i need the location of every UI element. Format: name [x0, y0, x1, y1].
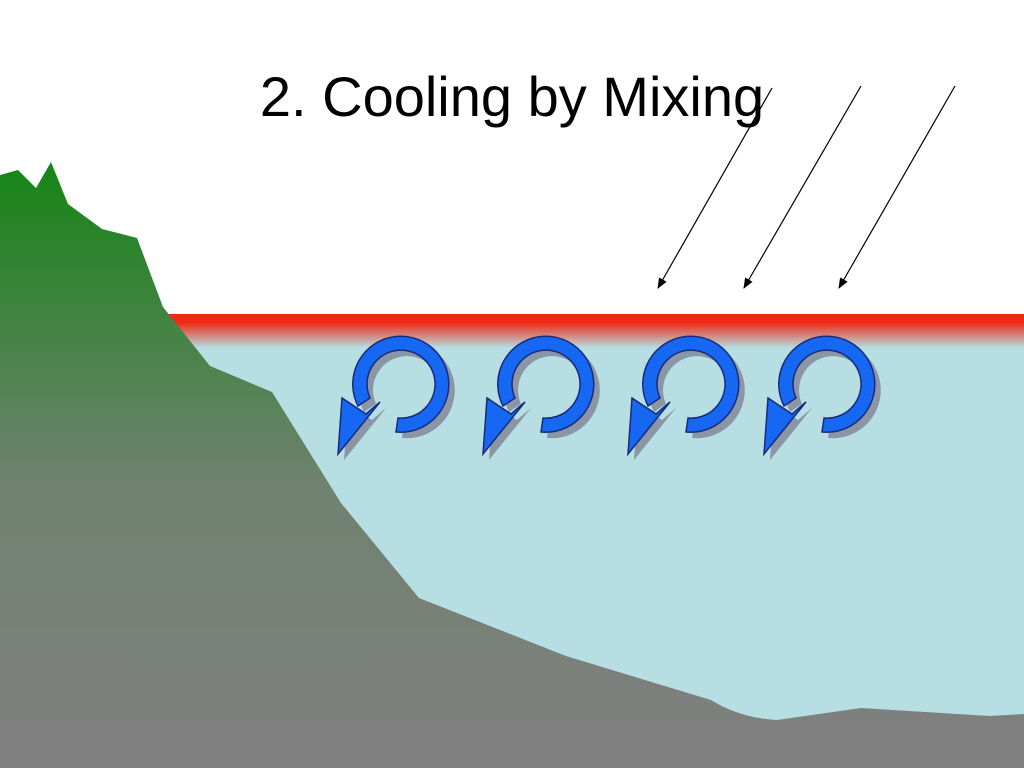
slide-title: 2. Cooling by Mixing — [259, 65, 765, 128]
seafloor — [0, 162, 1024, 768]
warm-surface-layer — [140, 314, 1024, 348]
arrow-icon — [838, 85, 956, 289]
arrow-icon — [743, 85, 862, 289]
sun-rays — [657, 85, 956, 289]
arrow-icon — [657, 87, 773, 289]
